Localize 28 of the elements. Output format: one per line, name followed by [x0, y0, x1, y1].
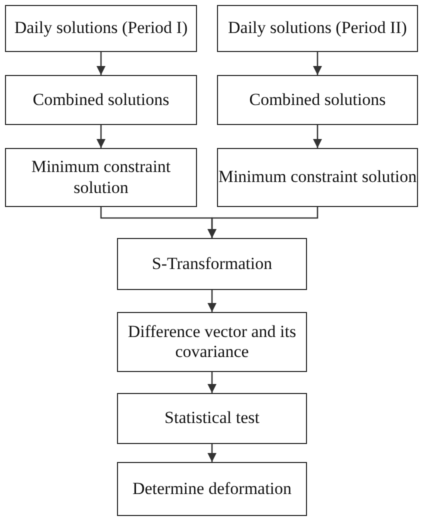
- box-label: Minimum constraint solution: [30, 157, 172, 198]
- process-box: [5, 75, 197, 125]
- arrow: [313, 125, 322, 148]
- box-label: Combined solutions: [249, 90, 386, 110]
- process-box: [217, 5, 418, 52]
- box-label: S-Transformation: [152, 254, 272, 274]
- arrow: [208, 444, 216, 462]
- box-label: Daily solutions (Period I): [14, 18, 188, 39]
- box-label: Combined solutions: [32, 90, 170, 110]
- box-label: Determine deformation: [132, 478, 292, 500]
- process-box: [117, 393, 307, 444]
- process-box: [217, 148, 418, 207]
- process-box: [117, 238, 307, 290]
- box-label: Statistical test: [164, 408, 260, 429]
- arrow: [208, 290, 216, 312]
- arrow: [313, 52, 322, 75]
- arrow: [208, 372, 216, 393]
- process-box: [5, 148, 197, 207]
- box-label: Daily solutions (Period II): [228, 18, 407, 39]
- process-box: [5, 5, 197, 52]
- arrow: [208, 207, 318, 238]
- arrow: [96, 125, 106, 148]
- process-box: [217, 75, 418, 125]
- arrow: [96, 52, 106, 75]
- process-box: [117, 312, 307, 372]
- box-label: Minimum constraint solution: [218, 167, 417, 188]
- box-label: Difference vector and its covariance: [126, 322, 298, 362]
- process-box: [117, 462, 307, 516]
